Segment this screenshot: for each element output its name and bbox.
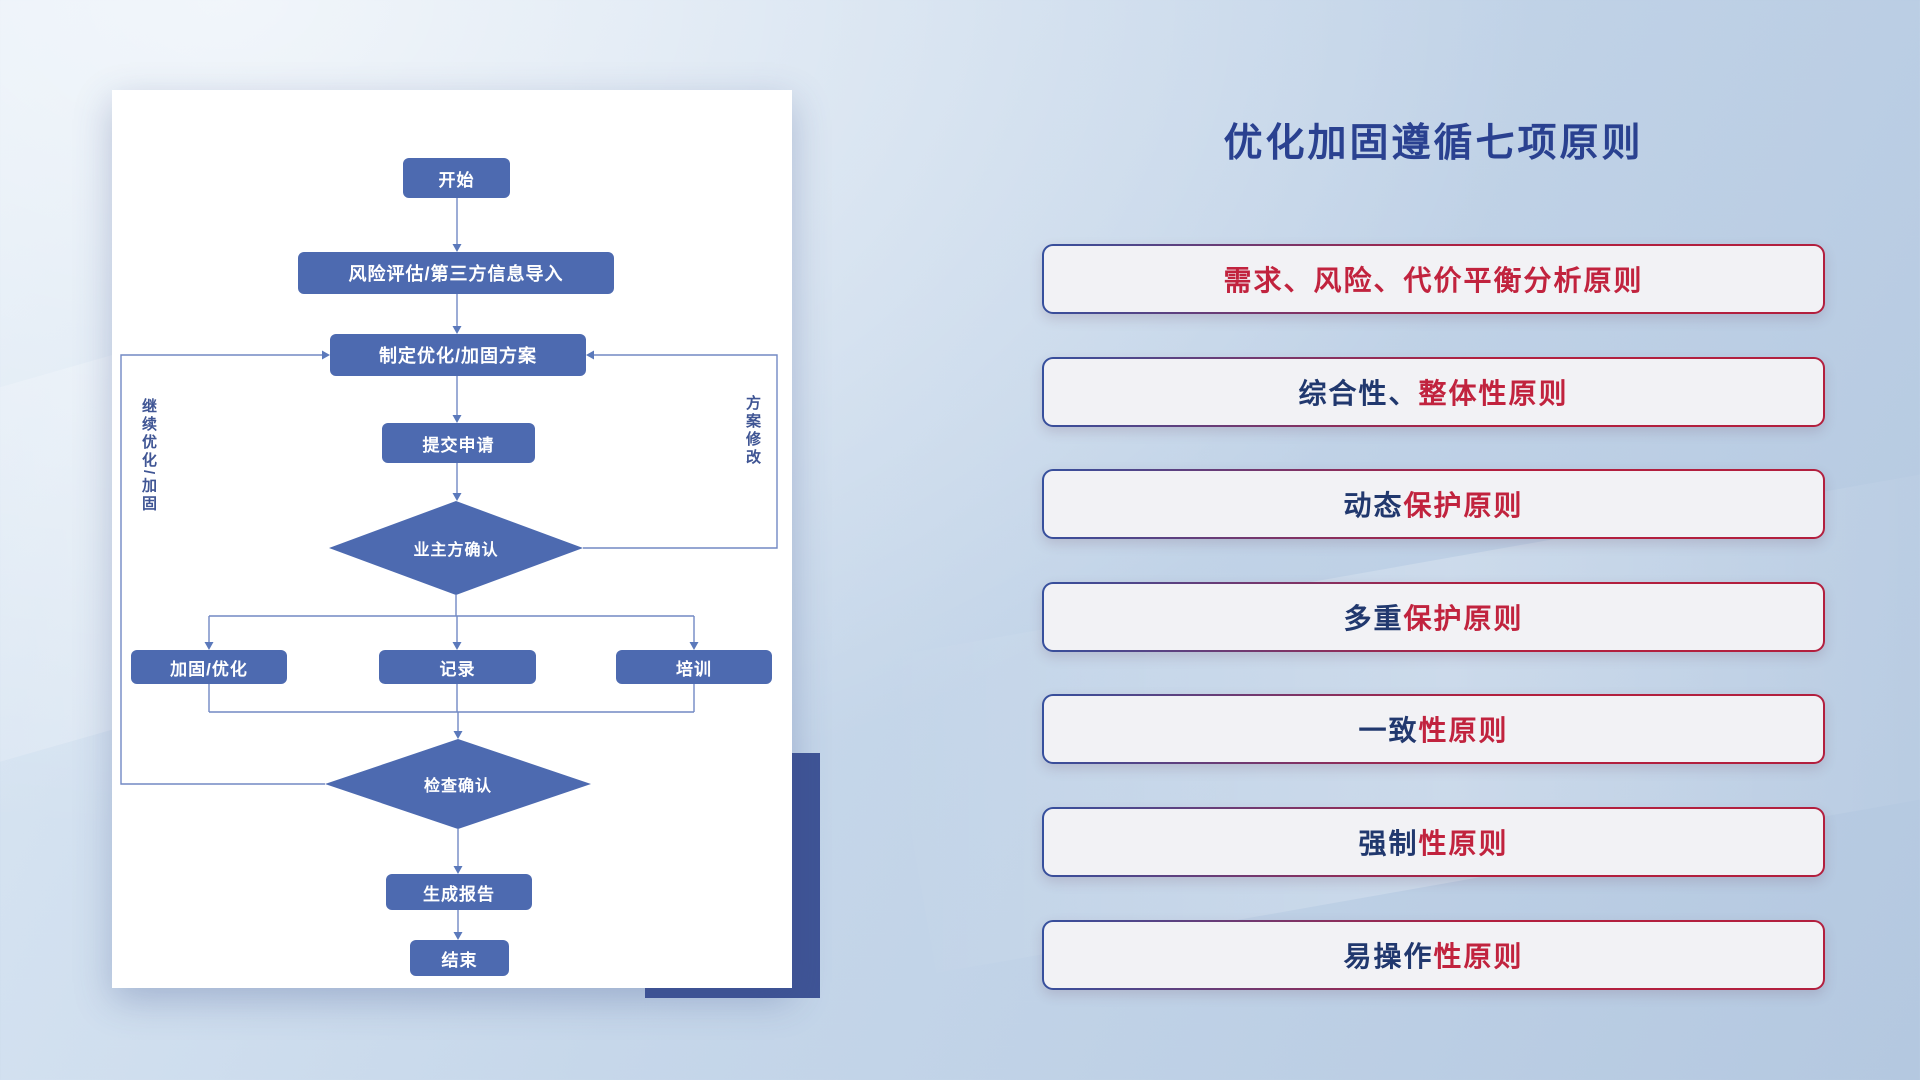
- principle-text-red: 保护原则: [1403, 490, 1524, 521]
- flow-node-record: 记录: [379, 650, 536, 684]
- principle-text-blue: 多重: [1343, 603, 1404, 634]
- principle-text-blue: 动态: [1343, 490, 1404, 521]
- principle-item: 一致性原则: [1042, 694, 1825, 764]
- principle-item: 综合性、整体性原则: [1042, 357, 1825, 427]
- flowchart-card: 开始 风险评估/第三方信息导入 制定优化/加固方案 提交申请 业主方确认 加固/…: [112, 90, 792, 988]
- principle-item: 动态保护原则: [1042, 469, 1825, 539]
- flow-node-harden-optimize: 加固/优化: [131, 650, 287, 684]
- principle-text-blue: 一致: [1358, 715, 1419, 746]
- principle-text-red: 性原则: [1418, 828, 1509, 859]
- principle-item: 需求、风险、代价平衡分析原则: [1042, 244, 1825, 314]
- principle-text-red: 保护原则: [1403, 603, 1524, 634]
- principle-item: 多重保护原则: [1042, 582, 1825, 652]
- flow-node-start: 开始: [403, 158, 510, 198]
- principle-text-blue: 综合性、: [1298, 378, 1419, 409]
- principle-text-blue: 易操作: [1343, 941, 1434, 972]
- edge-label-continue-optimize: 继续优化/加固: [140, 398, 157, 514]
- principle-text-red: 性原则: [1433, 941, 1524, 972]
- principle-text-red: 整体性原则: [1418, 378, 1569, 409]
- principle-text-blue: 强制: [1358, 828, 1419, 859]
- flow-node-end: 结束: [410, 940, 509, 976]
- principles-title: 优化加固遵循七项原则: [1223, 122, 1644, 165]
- flow-node-risk-assessment: 风险评估/第三方信息导入: [298, 252, 614, 294]
- edge-label-plan-modify: 方案修改: [744, 395, 761, 467]
- flow-node-make-plan: 制定优化/加固方案: [330, 334, 586, 376]
- principle-item: 强制性原则: [1042, 807, 1825, 877]
- flow-node-generate-report: 生成报告: [386, 874, 532, 910]
- principle-item: 易操作性原则: [1042, 920, 1825, 990]
- principles-panel: 优化加固遵循七项原则 需求、风险、代价平衡分析原则 综合性、整体性原则 动态保护…: [1042, 0, 1825, 1080]
- flow-node-submit-application: 提交申请: [382, 423, 535, 463]
- flow-node-training: 培训: [616, 650, 772, 684]
- principle-text-red: 需求、风险、代价平衡分析原则: [1223, 265, 1644, 296]
- principle-text-red: 性原则: [1418, 715, 1509, 746]
